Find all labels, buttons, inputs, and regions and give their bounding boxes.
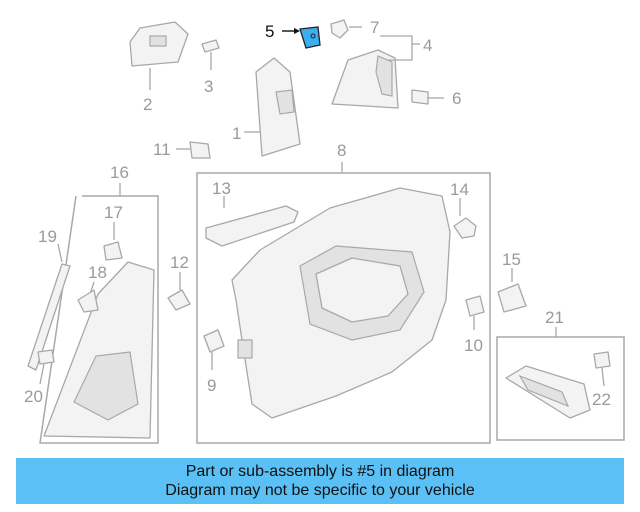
part-17-clip[interactable]: [103, 222, 123, 261]
part-7-clip[interactable]: [330, 19, 362, 39]
part-1-pillar-trim[interactable]: [244, 57, 301, 157]
callout-11[interactable]: 11: [153, 140, 171, 159]
banner-line-2: Diagram may not be specific to your vehi…: [165, 482, 475, 499]
callout-14[interactable]: 14: [450, 180, 469, 199]
callout-16[interactable]: 16: [110, 163, 129, 182]
banner-line-1: Part or sub-assembly is #5 in diagram: [185, 463, 455, 480]
part-3-fastener[interactable]: [201, 39, 220, 70]
callout-19[interactable]: 19: [38, 227, 57, 246]
part-12-clip[interactable]: [167, 272, 191, 311]
callout-13[interactable]: 13: [212, 179, 231, 198]
part-2-cover[interactable]: [129, 21, 189, 90]
callout-7[interactable]: 7: [370, 18, 379, 37]
part-8-assembly[interactable]: [196, 162, 491, 444]
part-21-assembly[interactable]: [496, 327, 625, 441]
callout-8[interactable]: 8: [337, 141, 346, 160]
callout-12[interactable]: 12: [170, 253, 189, 272]
callout-1[interactable]: 1: [232, 124, 241, 143]
part-22-fastener[interactable]: [593, 351, 611, 387]
part-4-trim-panel[interactable]: [331, 35, 420, 109]
part-18-bracket[interactable]: [77, 281, 99, 313]
callout-20[interactable]: 20: [24, 387, 43, 406]
part-13-panel[interactable]: [205, 196, 299, 247]
part-11-screw[interactable]: [176, 141, 211, 159]
info-banner: Part or sub-assembly is #5 in diagram Di…: [16, 458, 624, 504]
callout-2[interactable]: 2: [143, 95, 152, 114]
callout-4[interactable]: 4: [423, 36, 432, 55]
part-9-clip[interactable]: [203, 329, 225, 370]
callout-5[interactable]: 5: [265, 22, 274, 41]
part-5-clip[interactable]: [282, 26, 321, 49]
callout-3[interactable]: 3: [204, 77, 213, 96]
callout-10[interactable]: 10: [464, 336, 483, 355]
callout-6[interactable]: 6: [452, 89, 461, 108]
part-19-strip[interactable]: [27, 243, 71, 371]
part-10-clip[interactable]: [465, 295, 485, 330]
callout-15[interactable]: 15: [502, 250, 521, 269]
part-14-cap[interactable]: [453, 198, 477, 239]
callout-9[interactable]: 9: [207, 376, 216, 395]
part-6-bolt[interactable]: [411, 89, 444, 105]
callout-18[interactable]: 18: [88, 263, 107, 282]
callout-21[interactable]: 21: [545, 308, 564, 327]
part-20-fastener[interactable]: [37, 349, 55, 385]
callout-17[interactable]: 17: [104, 203, 123, 222]
part-16-assembly[interactable]: [39, 183, 159, 444]
callout-22[interactable]: 22: [592, 390, 611, 409]
part-15-hinge[interactable]: [497, 268, 527, 313]
